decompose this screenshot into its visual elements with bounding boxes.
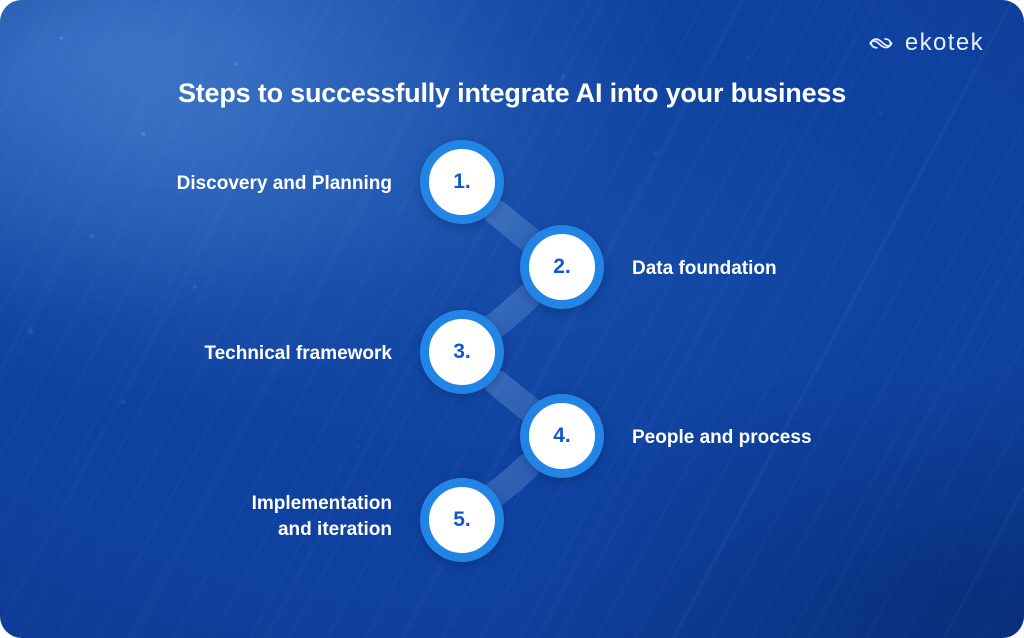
step-number-5: 5. [453,507,471,531]
step-label-4: People and process [632,427,812,448]
step-number-2: 2. [553,254,571,278]
step-label-2: Data foundation [632,258,777,279]
brand-logo-text: ekotek [904,29,984,56]
step-node-1[interactable]: 1. [420,140,504,224]
ekotek-loop-icon [869,38,893,49]
step-node-4[interactable]: 4. [520,394,604,478]
step-label-5: Implementation and iteration [251,493,392,540]
brand-logo: ekotek [867,29,984,57]
step-node-5[interactable]: 5. [420,478,504,562]
step-node-2[interactable]: 2. [520,225,604,309]
step-node-3[interactable]: 3. [420,310,504,394]
step-label-3: Technical framework [204,343,392,364]
step-number-3: 3. [453,339,471,363]
step-number-1: 1. [453,169,471,193]
step-number-4: 4. [553,423,571,447]
page-title: Steps to successfully integrate AI into … [177,78,847,108]
step-label-1: Discovery and Planning [176,173,392,194]
